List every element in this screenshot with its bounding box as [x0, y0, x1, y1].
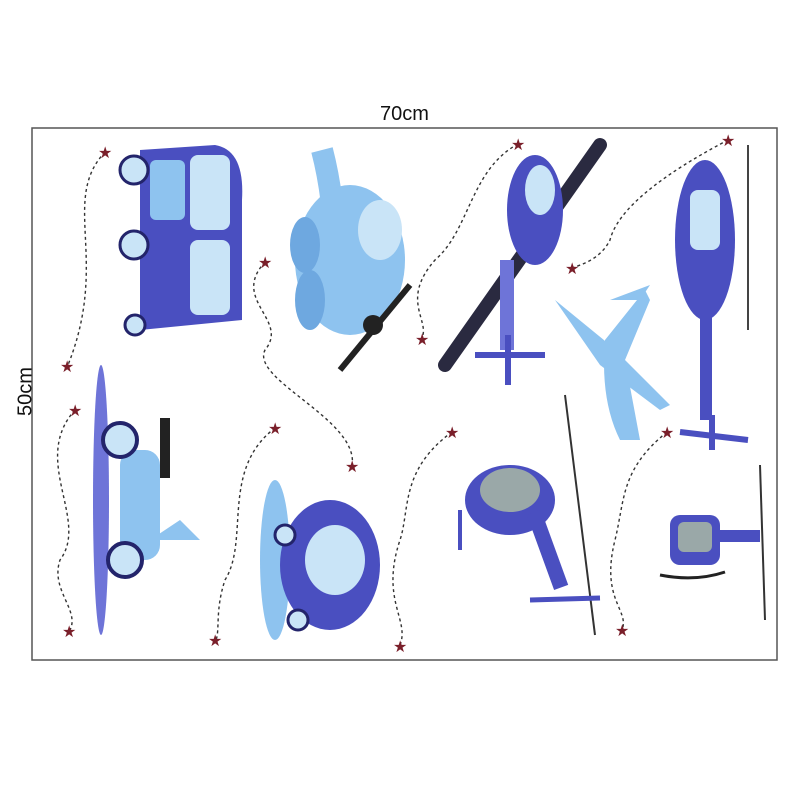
svg-text:★: ★	[615, 623, 629, 640]
jet-plane-sticker	[555, 285, 670, 440]
sheet-border	[31, 127, 778, 661]
star-icons: ★ ★ ★ ★ ★ ★ ★ ★ ★ ★ ★ ★ ★ ★ ★ ★	[60, 133, 735, 656]
svg-text:★: ★	[268, 421, 282, 438]
height-dimension-label: 50cm	[14, 367, 37, 416]
scooter-sticker	[93, 365, 200, 635]
svg-text:★: ★	[98, 145, 112, 162]
helicopter-rotor-sticker	[438, 138, 607, 385]
helicopter-front-sticker	[659, 464, 766, 621]
car-sticker	[260, 480, 380, 640]
svg-text:★: ★	[415, 332, 429, 349]
propeller-plane-sticker	[290, 147, 413, 372]
svg-text:★: ★	[258, 255, 272, 272]
van-sticker	[118, 145, 243, 337]
svg-text:★: ★	[565, 261, 579, 278]
helicopter-tall-sticker	[675, 145, 749, 450]
svg-text:★: ★	[60, 359, 74, 376]
width-dimension-label: 70cm	[380, 103, 429, 125]
svg-text:★: ★	[660, 425, 674, 442]
svg-text:★: ★	[511, 137, 525, 154]
svg-text:★: ★	[721, 133, 735, 150]
svg-text:★: ★	[445, 425, 459, 442]
svg-text:★: ★	[208, 633, 222, 650]
helicopter-small-sticker	[458, 394, 601, 636]
svg-text:★: ★	[345, 459, 359, 476]
svg-text:★: ★	[393, 639, 407, 656]
svg-text:★: ★	[68, 403, 82, 420]
svg-text:★: ★	[62, 624, 76, 641]
dashed-paths	[57, 139, 729, 646]
